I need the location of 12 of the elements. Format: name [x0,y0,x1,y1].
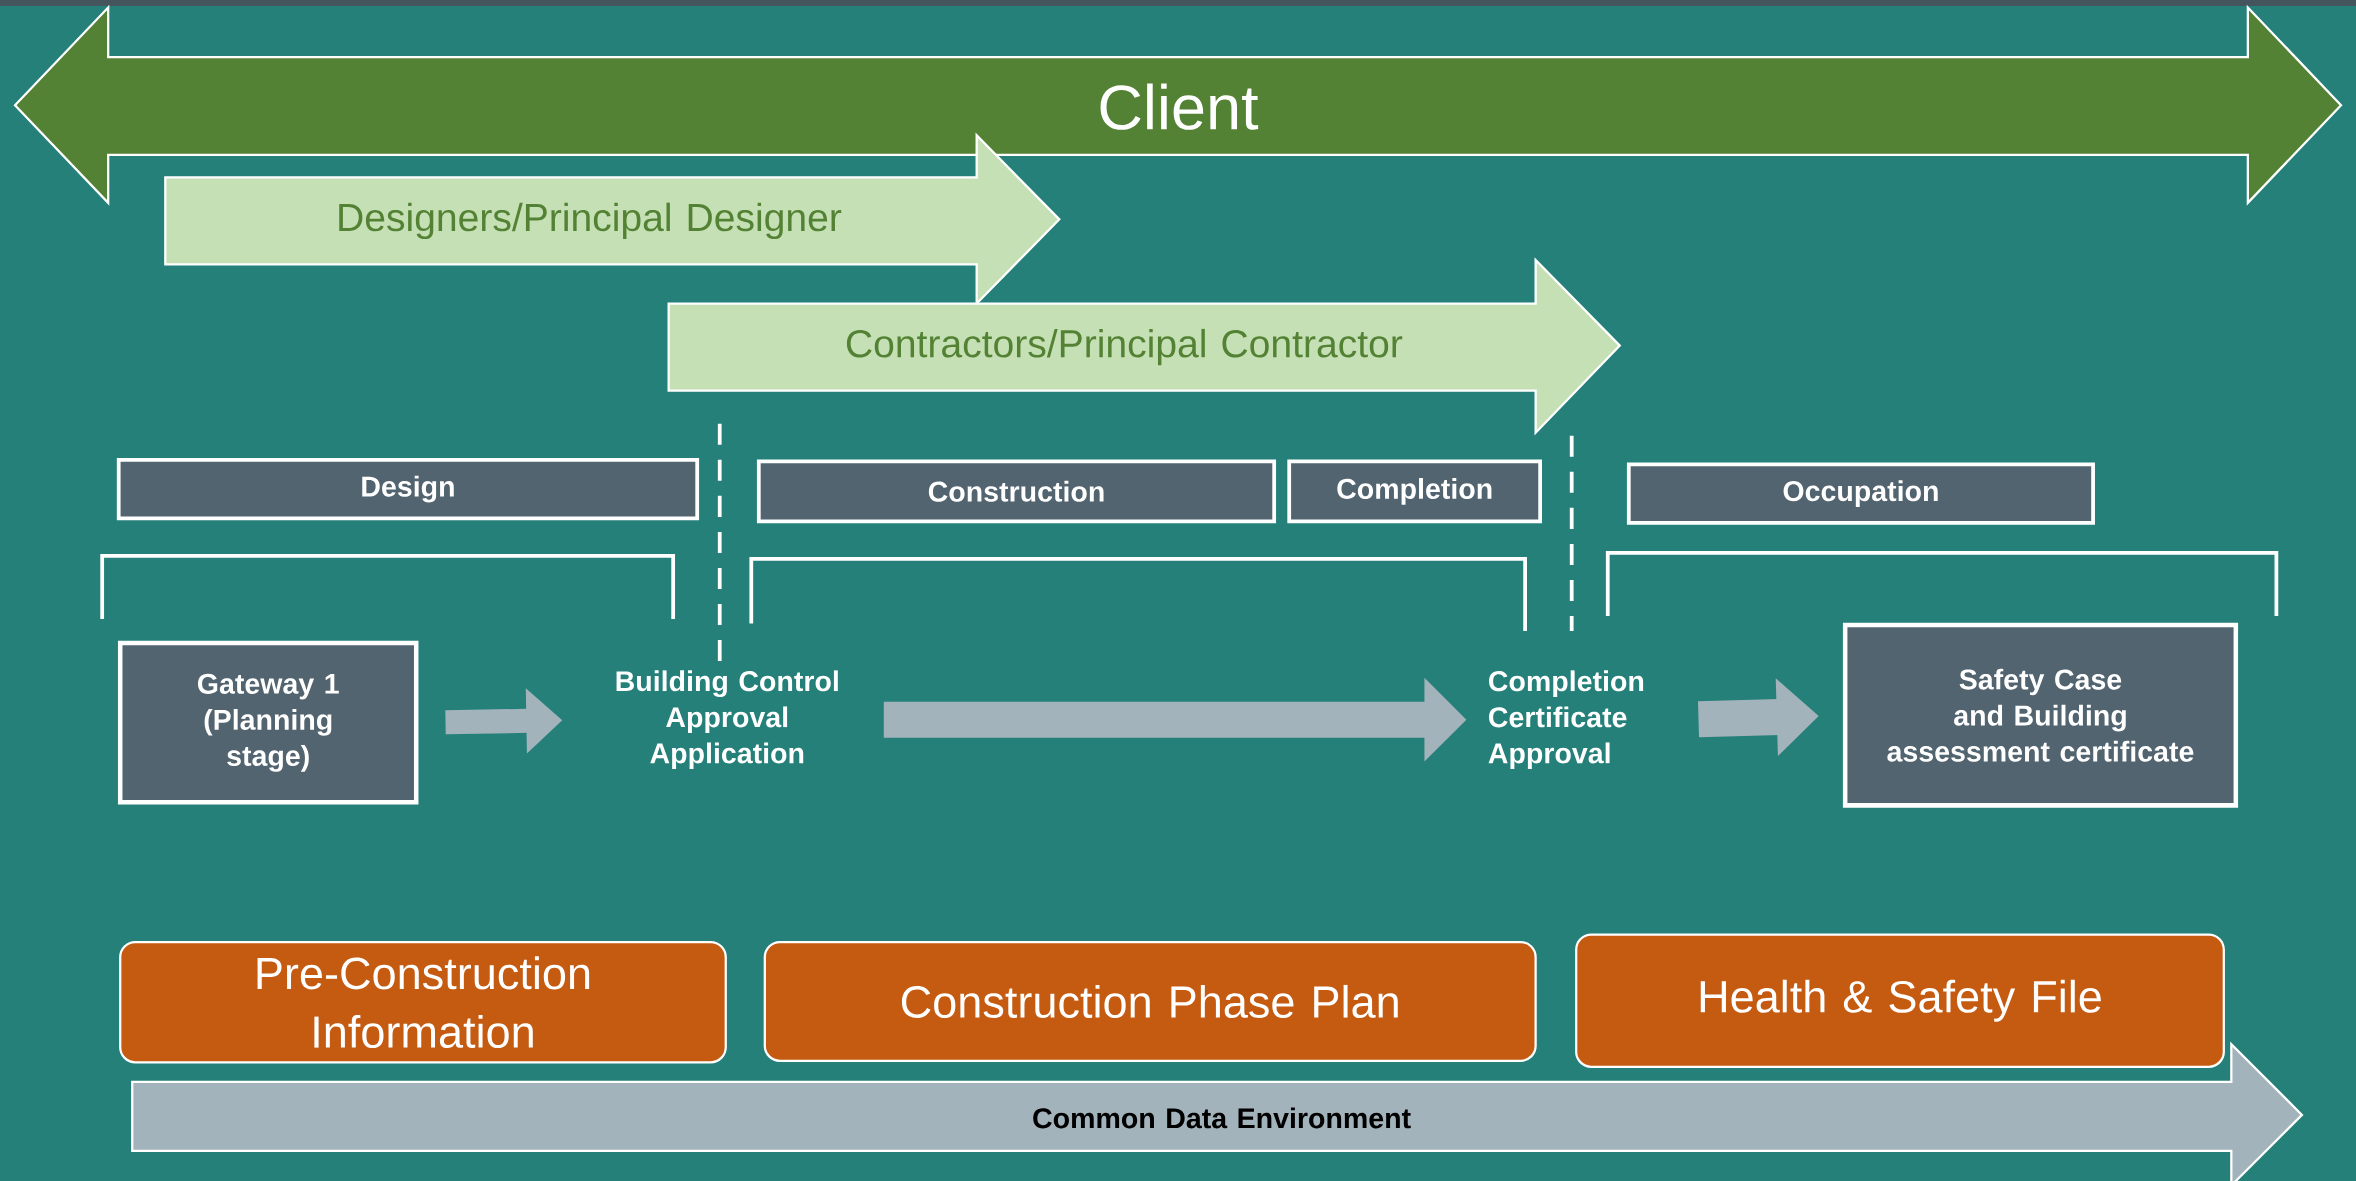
phase-bar: Construction [756,459,1277,524]
stage-box: Safety Case and Building assessment certificate [1842,622,2239,808]
document-box: Pre-Construction Information [119,940,727,1064]
document-box: Health & Safety File [1575,933,2225,1068]
phase-bar: Completion [1287,459,1543,524]
stage-label: Building Control Approval Application [616,670,838,770]
stage-box: Gateway 1 (Planning stage) [117,640,419,805]
phase-bar: Occupation [1626,462,2095,525]
stage-label: Completion Certificate Approval [1488,670,1644,770]
role-banner: Contractors/Principal Contractor [667,257,1622,436]
document-box: Construction Phase Plan [763,940,1537,1062]
phase-bar: Design [116,457,700,521]
